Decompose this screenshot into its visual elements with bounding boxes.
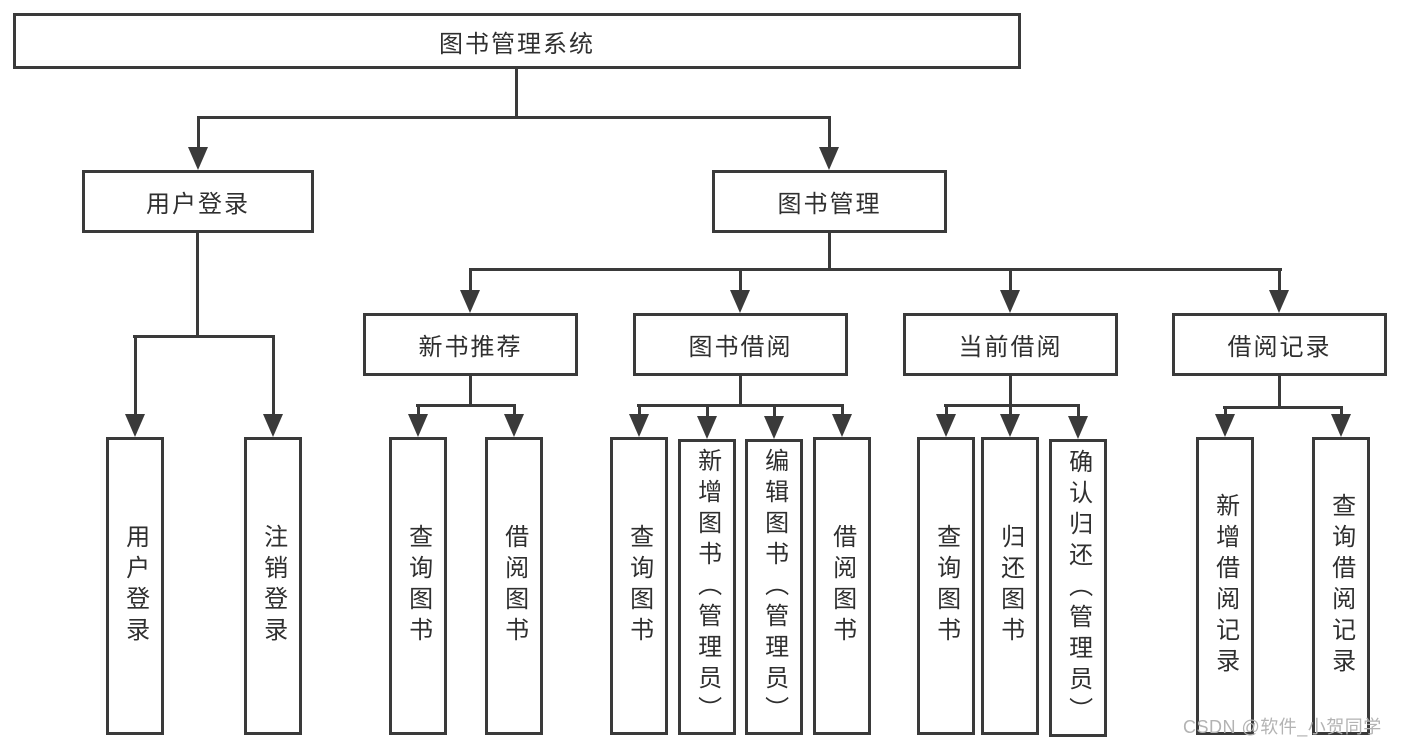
connector-current-vline bbox=[1009, 376, 1012, 407]
connector-arrow-recommend-borrow bbox=[503, 406, 525, 437]
leaf-record-search: 查询借阅记录 bbox=[1312, 437, 1370, 735]
leaf-borrow-borrow-book: 借阅图书 bbox=[813, 437, 871, 735]
connector-recommend-hline bbox=[416, 404, 516, 407]
connector-arrow-recommend-search bbox=[407, 406, 429, 437]
leaf-borrow-search-book-label: 查询图书 bbox=[625, 524, 653, 648]
connector-arrow-user-login bbox=[187, 118, 209, 170]
node-user-login: 用户登录 bbox=[82, 170, 314, 233]
leaf-recommend-borrow-book: 借阅图书 bbox=[485, 437, 543, 735]
connector-arrow-borrow-search bbox=[628, 406, 650, 437]
connector-arrow-book-borrow bbox=[729, 270, 751, 313]
leaf-current-return-book: 归还图书 bbox=[981, 437, 1039, 735]
connector-record-vline bbox=[1278, 376, 1281, 409]
connector-arrow-borrow-borrow bbox=[831, 406, 853, 437]
connector-root-vline bbox=[515, 69, 518, 119]
connector-arrow-current-confirm bbox=[1067, 406, 1089, 439]
connector-arrow-current-borrow bbox=[999, 270, 1021, 313]
connector-arrow-leaf-user-login bbox=[124, 337, 146, 437]
node-borrow-record: 借阅记录 bbox=[1172, 313, 1387, 376]
node-book-borrow: 图书借阅 bbox=[633, 313, 848, 376]
connector-arrow-record-add bbox=[1214, 408, 1236, 437]
leaf-borrow-add-book-admin: 新增图书（管理员） bbox=[678, 439, 736, 735]
connector-arrow-new-book-recommend bbox=[459, 270, 481, 313]
connector-borrow-vline bbox=[739, 376, 742, 407]
node-root: 图书管理系统 bbox=[13, 13, 1021, 69]
connector-root-hline bbox=[197, 116, 831, 119]
leaf-record-add-label: 新增借阅记录 bbox=[1211, 493, 1239, 679]
connector-arrow-borrow-record bbox=[1268, 270, 1290, 313]
connector-arrow-borrow-add bbox=[696, 406, 718, 439]
connector-book-management-vline bbox=[828, 233, 831, 271]
leaf-borrow-edit-book-admin: 编辑图书（管理员） bbox=[745, 439, 803, 735]
leaf-borrow-borrow-book-label: 借阅图书 bbox=[828, 524, 856, 648]
connector-record-hline bbox=[1223, 406, 1343, 409]
leaf-record-add: 新增借阅记录 bbox=[1196, 437, 1254, 735]
leaf-user-login-label: 用户登录 bbox=[121, 524, 149, 648]
leaf-recommend-borrow-book-label: 借阅图书 bbox=[500, 524, 528, 648]
leaf-borrow-add-book-admin-label: 新增图书（管理员） bbox=[693, 447, 721, 727]
leaf-user-login: 用户登录 bbox=[106, 437, 164, 735]
leaf-logout-login-label: 注销登录 bbox=[259, 524, 287, 648]
leaf-recommend-search-book: 查询图书 bbox=[389, 437, 447, 735]
connector-user-login-vline bbox=[196, 233, 199, 338]
connector-book-management-hline bbox=[469, 268, 1282, 271]
leaf-current-confirm-return-admin: 确认归还（管理员） bbox=[1049, 439, 1107, 737]
leaf-current-return-book-label: 归还图书 bbox=[996, 524, 1024, 648]
node-book-management: 图书管理 bbox=[712, 170, 947, 233]
connector-recommend-vline bbox=[469, 376, 472, 407]
leaf-current-search-book: 查询图书 bbox=[917, 437, 975, 735]
leaf-current-search-book-label: 查询图书 bbox=[932, 524, 960, 648]
leaf-borrow-edit-book-admin-label: 编辑图书（管理员） bbox=[760, 447, 788, 727]
connector-user-login-hline bbox=[133, 335, 275, 338]
connector-arrow-leaf-logout-login bbox=[262, 337, 284, 437]
leaf-recommend-search-book-label: 查询图书 bbox=[404, 524, 432, 648]
leaf-current-confirm-return-admin-label: 确认归还（管理员） bbox=[1064, 448, 1092, 728]
leaf-borrow-search-book: 查询图书 bbox=[610, 437, 668, 735]
leaf-logout-login: 注销登录 bbox=[244, 437, 302, 735]
connector-arrow-record-search bbox=[1330, 408, 1352, 437]
watermark: CSDN @软件_小贺同学 bbox=[1183, 717, 1382, 737]
connector-current-hline bbox=[944, 404, 1080, 407]
connector-arrow-current-search bbox=[935, 406, 957, 437]
connector-borrow-hline bbox=[637, 404, 844, 407]
leaf-record-search-label: 查询借阅记录 bbox=[1327, 493, 1355, 679]
connector-arrow-current-return bbox=[999, 406, 1021, 437]
node-new-book-recommend: 新书推荐 bbox=[363, 313, 578, 376]
connector-arrow-borrow-edit bbox=[763, 406, 785, 439]
connector-arrow-book-management bbox=[818, 118, 840, 170]
node-current-borrow: 当前借阅 bbox=[903, 313, 1118, 376]
